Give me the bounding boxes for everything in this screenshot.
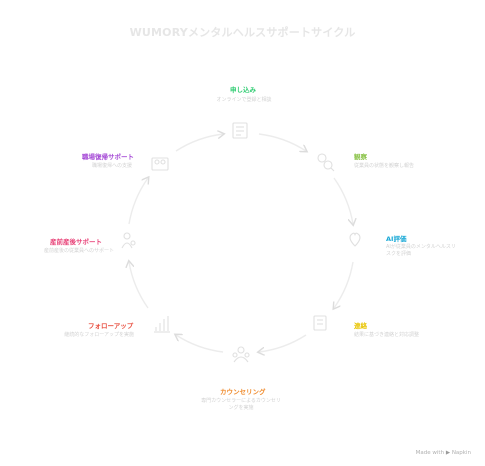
- arc-1-2: [258, 133, 306, 151]
- step-label-follow-up: フォローアップ: [88, 322, 134, 330]
- arc-6-7: [129, 262, 149, 309]
- report-icon: [313, 315, 327, 331]
- arc-3-4: [334, 261, 354, 308]
- observe-icon: [317, 153, 335, 172]
- heart-icon: [349, 232, 361, 247]
- arc-4-5: [259, 334, 307, 352]
- step-desc-ai-assessment: AIが従業員のメンタルヘルスリスクを評価: [386, 244, 456, 257]
- step-label-ai-assessment: AI評価: [386, 235, 407, 243]
- step-label-return-support: 職場復帰サポート: [82, 153, 134, 161]
- step-desc-return-support: 職場復帰への支援: [91, 163, 132, 169]
- arc-7-8: [128, 178, 148, 225]
- napkin-logo-icon: ▶: [445, 450, 451, 456]
- arc-5-6: [176, 335, 224, 353]
- diagram-title: WUMORYメンタルヘルスサポートサイクル: [129, 26, 356, 39]
- step-desc-contact: 結果に基づき連絡と対応調整: [354, 332, 420, 338]
- step-desc-apply: オンラインで登録と相談: [216, 97, 272, 103]
- mother-child-icon: [121, 232, 136, 249]
- step-label-counseling: カウンセリング: [220, 388, 266, 396]
- brand-prefix: Made with: [415, 450, 445, 456]
- brand-name: Napkin: [451, 450, 471, 456]
- form-icon: [232, 122, 248, 139]
- step-desc-prenatal-support: 産前産後の従業員へのサポート: [43, 248, 114, 254]
- arc-8-1: [175, 134, 223, 152]
- step-label-prenatal-support: 産前産後サポート: [50, 238, 102, 246]
- step-desc-counseling: 専門カウンセラーによるカウンセリングを実施: [201, 398, 281, 411]
- counseling-icon: [232, 346, 250, 363]
- step-desc-follow-up: 継続的なフォローアップを実施: [64, 332, 134, 338]
- return-to-work-icon: [151, 157, 169, 171]
- arc-2-3: [333, 177, 353, 224]
- step-label-observe: 観察: [354, 153, 367, 161]
- step-label-apply: 申し込み: [230, 86, 256, 94]
- step-desc-observe: 従業員の状態を観察し報告: [354, 163, 415, 169]
- step-label-contact: 連絡: [354, 322, 367, 330]
- napkin-brand[interactable]: Made with ▶ Napkin: [416, 450, 471, 456]
- growth-chart-icon: [154, 316, 170, 333]
